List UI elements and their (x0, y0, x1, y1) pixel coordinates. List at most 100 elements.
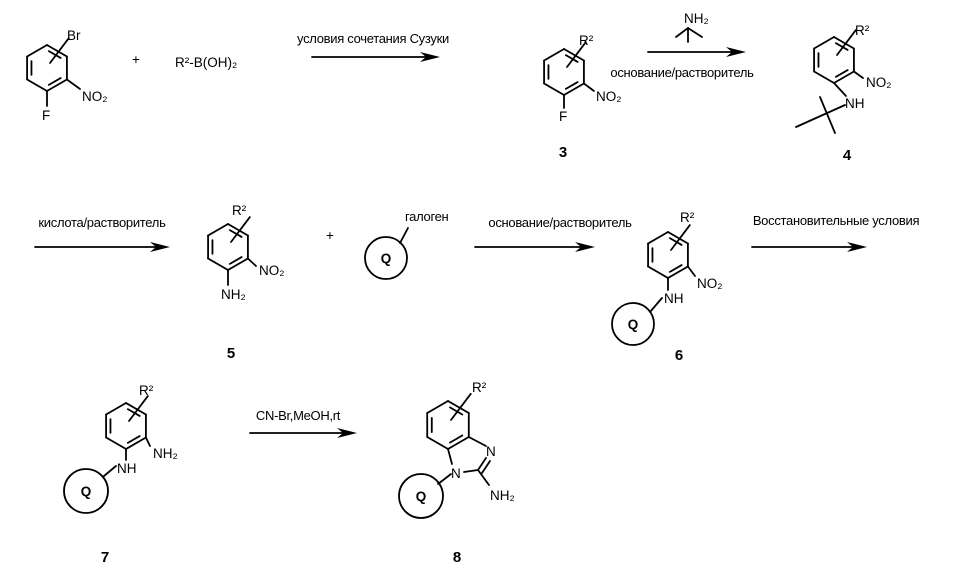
nitro-label: NO₂ (82, 89, 108, 104)
plus-sign: + (132, 52, 140, 67)
nitro-bond (853, 70, 864, 79)
reactant-1-substituent-bond (49, 37, 70, 64)
nitro-bond (583, 82, 595, 92)
reactant-1-ring-bond (46, 44, 68, 58)
c4-nh-label: NH (845, 96, 865, 111)
c7-r2-label: R² (139, 383, 154, 398)
compound-7-double-bond (126, 435, 141, 444)
c6-q-label: Q (628, 317, 639, 332)
compound-5-ring-bond (227, 223, 249, 237)
c8-q-label: Q (416, 489, 427, 504)
tbu-bond (687, 27, 703, 38)
c6-q-ring-circle (611, 302, 655, 346)
compound-7-ring-bond (105, 436, 127, 450)
imidazole-bond (467, 436, 487, 447)
fluoro-label: F (42, 108, 50, 123)
compound-4-substituent-bond (836, 29, 857, 56)
base-solvent-label-2: основание/растворитель (488, 215, 632, 230)
compound-7-double-bond (126, 408, 141, 417)
cyanogen-bromide-conditions-label: CN-Br,MeOH,rt (256, 408, 341, 423)
q-ring-circle (364, 236, 408, 280)
compound-7-number: 7 (101, 549, 109, 566)
arrow-amination-head (726, 47, 746, 57)
suzuki-conditions-label: условия сочетания Сузуки (297, 31, 449, 46)
nitro-bond (687, 265, 696, 277)
compound-7-ring-bond (125, 402, 147, 416)
compound-6-ring-bond (647, 231, 669, 245)
acid-solvent-label: кислота/растворитель (38, 215, 166, 230)
c8-q-ring-circle (398, 473, 444, 519)
arrow-suzuki-head (420, 52, 440, 62)
compound-3-ring-bond (543, 48, 565, 62)
c8-nh2-label: NH₂ (490, 488, 515, 503)
reactant-1-double-bond (47, 77, 62, 86)
arrow-cyclization-head (337, 428, 357, 438)
compound-3-substituent-bond (566, 41, 587, 68)
compound-4-ring-bond (833, 36, 855, 50)
compound-5-substituent-bond (230, 216, 251, 243)
compound-6-double-bond (668, 237, 683, 246)
imidazole-bond (477, 457, 487, 471)
amine-bond (833, 82, 847, 97)
compound-4-double-bond (834, 42, 849, 51)
c3-fluoro-label: F (559, 109, 567, 124)
compound-5-ring-bond (227, 257, 249, 271)
compound-8-ring-bond (426, 436, 449, 450)
compound-5-double-bond (228, 229, 243, 238)
compound-8-ring-bond (447, 436, 470, 450)
c7-q-ring-circle (63, 468, 109, 514)
c3-r2-label: R² (579, 33, 594, 48)
compound-8-double-bond (449, 434, 464, 444)
compound-8-number: 8 (453, 549, 461, 566)
compound-7-ring-bond (105, 402, 127, 416)
compound-5-number: 5 (227, 345, 235, 362)
compound-5-ring-bond (207, 223, 229, 237)
q-ring-label: Q (381, 251, 392, 266)
c6-nitro-label: NO₂ (697, 276, 723, 291)
reactant-1-ring-bond (26, 44, 48, 58)
compound-3-ring-bond (543, 82, 565, 96)
compound-3-ring-bond (563, 48, 585, 62)
c4-nitro-label: NO₂ (866, 75, 892, 90)
compound-4-ring-bond (833, 70, 855, 84)
amine-bond (477, 469, 490, 486)
reactant-1-ring-bond (46, 78, 68, 92)
compound-8-double-bond (449, 406, 464, 416)
c6-r2-label: R² (680, 210, 695, 225)
compound-7-substituent-bond (128, 395, 149, 422)
c8-n1-label: N (451, 466, 461, 481)
compound-7-ring-bond (125, 436, 147, 450)
c3-nitro-label: NO₂ (596, 89, 622, 104)
arrow-coupling-head (575, 242, 595, 252)
c4-r2-label: R² (855, 23, 870, 38)
q-bond (437, 473, 452, 485)
compound-3-double-bond (564, 81, 579, 90)
c8-n3-label: N (486, 444, 496, 459)
c7-q-label: Q (81, 484, 92, 499)
compound-4-double-bond (834, 69, 849, 78)
reactant-1-ring-bond (26, 78, 48, 92)
arrow-deprotection-head (150, 242, 170, 252)
imidazole-bond (463, 469, 479, 473)
compound-8-substituent-bond (450, 392, 472, 421)
compound-3-ring-bond (563, 82, 585, 96)
bond-lines (26, 27, 867, 486)
reactant-1-double-bond (47, 50, 62, 59)
compound-6-number: 6 (675, 347, 683, 364)
compound-6-ring-bond (667, 265, 689, 279)
tbu-bond (819, 96, 836, 134)
compound-6-double-bond (668, 264, 683, 273)
c5-r2-label: R² (232, 203, 247, 218)
compound-5-double-bond (228, 256, 243, 265)
compound-8-ring-bond (447, 400, 470, 414)
c7-nh-label: NH (117, 461, 137, 476)
c5-nitro-label: NO₂ (259, 263, 285, 278)
compound-4-ring-bond (813, 36, 835, 50)
compound-6-ring-bond (647, 265, 669, 279)
compound-6-ring-bond (667, 231, 689, 245)
c8-r2-label: R² (472, 380, 487, 395)
tbu-bond (795, 104, 846, 128)
compound-4-number: 4 (843, 147, 852, 164)
halogen-label: галоген (405, 209, 449, 224)
c5-nh2-label: NH₂ (221, 287, 246, 302)
